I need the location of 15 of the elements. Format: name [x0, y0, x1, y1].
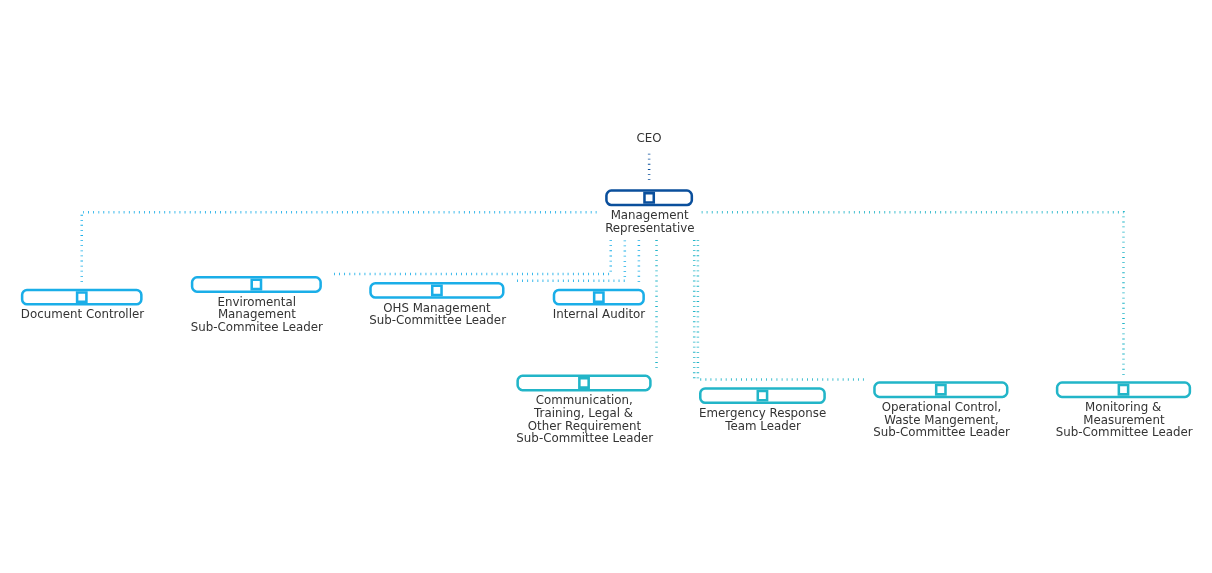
node-label: Monitoring & Measurement Sub-Committee Leader: [1055, 399, 1193, 439]
connector: [701, 210, 1125, 376]
node-label: Internal Auditor: [552, 306, 646, 321]
node-label: Communication, Training, Legal & Other Requirement Sub-Committee Leader: [516, 392, 654, 445]
node-label: Operational Control, Waste Mangement, Sub-Committee Leader: [873, 399, 1010, 439]
connector: [80, 210, 597, 283]
node-label: Document Controller: [20, 306, 145, 321]
node-label: OHS Management Sub-Committee Leader: [369, 300, 507, 327]
node-label: Management Representative: [605, 207, 695, 235]
connector: [655, 239, 658, 369]
node-label: Enviromental Management Sub-Commitee Leader: [190, 294, 323, 334]
node-label: Emergency Response Team Leader: [699, 405, 827, 433]
connector: [696, 239, 865, 381]
node-text: CEO: [636, 130, 662, 145]
connector: [637, 239, 641, 283]
